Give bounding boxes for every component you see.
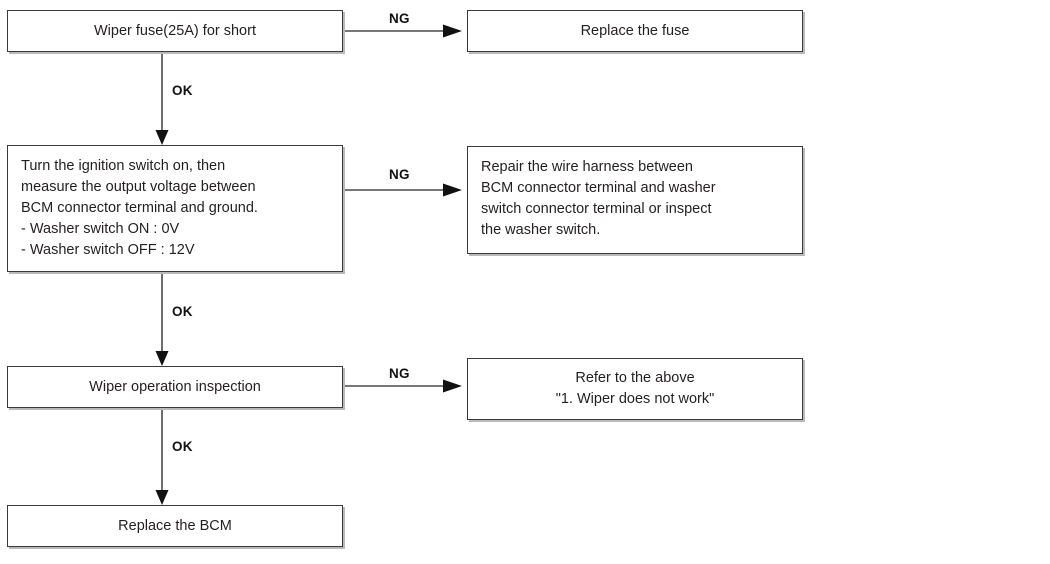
connector-voltage-ok (155, 272, 169, 366)
node-check-fuse[interactable]: Wiper fuse(25A) for short (7, 10, 343, 52)
edge-label-voltage-ok: OK (172, 304, 193, 319)
node-replace-fuse[interactable]: Replace the fuse (467, 10, 803, 52)
edge-label-fuse-ng: NG (389, 11, 410, 26)
node-refer-above[interactable]: Refer to the above "1. Wiper does not wo… (467, 358, 803, 420)
connector-fuse-ok (155, 52, 169, 145)
connector-fuse-ng (343, 24, 462, 38)
node-check-fuse-label: Wiper fuse(25A) for short (94, 22, 256, 39)
node-wiper-operation[interactable]: Wiper operation inspection (7, 366, 343, 408)
node-measure-voltage-label: Turn the ignition switch on, then measur… (21, 158, 258, 258)
edge-label-voltage-ng: NG (389, 167, 410, 182)
connector-operation-ng (343, 379, 462, 393)
edge-label-operation-ok: OK (172, 439, 193, 454)
edge-label-fuse-ok: OK (172, 83, 193, 98)
node-replace-bcm-label: Replace the BCM (118, 517, 232, 534)
node-measure-voltage[interactable]: Turn the ignition switch on, then measur… (7, 145, 343, 272)
node-wiper-operation-label: Wiper operation inspection (89, 378, 261, 395)
node-replace-bcm[interactable]: Replace the BCM (7, 505, 343, 547)
node-replace-fuse-label: Replace the fuse (580, 22, 690, 39)
connector-voltage-ng (343, 183, 462, 197)
node-repair-harness[interactable]: Repair the wire harness between BCM conn… (467, 146, 803, 254)
node-refer-above-label: Refer to the above "1. Wiper does not wo… (555, 370, 715, 407)
connector-operation-ok (155, 408, 169, 505)
node-repair-harness-label: Repair the wire harness between BCM conn… (481, 159, 716, 238)
edge-label-operation-ng: NG (389, 366, 410, 381)
